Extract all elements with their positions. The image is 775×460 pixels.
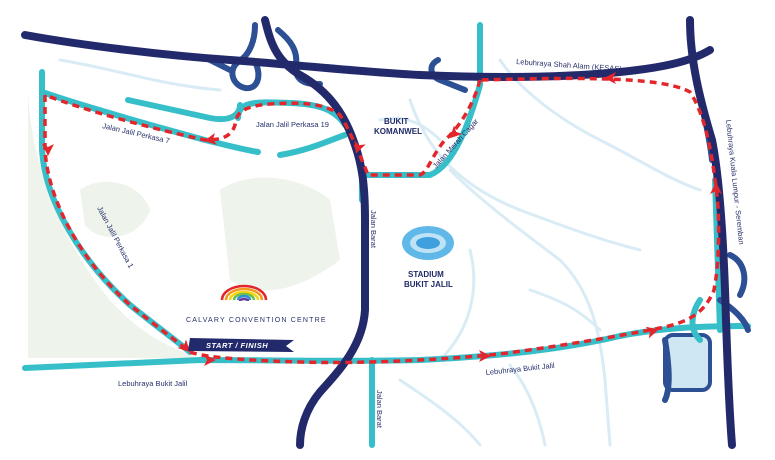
arrowhead-icon [204,133,217,145]
label-start-finish: START / FINISH [206,341,268,350]
label-venue: CALVARY CONVENTION CENTRE [186,317,327,324]
arrowhead-icon [42,144,54,156]
label-bukit-komanwel-1: BUKIT [384,117,409,126]
label-jalan-barat-upper: Jalan Barat [369,210,378,249]
run-route [43,76,721,365]
park-areas [28,90,340,358]
stadium-icon [402,226,454,260]
arrowhead-icon [354,140,366,154]
rainbow-arc-logo-icon [220,284,268,302]
label-stadium-1: STADIUM [408,270,444,279]
lake [663,333,712,392]
highways [21,16,736,449]
label-stadium-2: BUKIT JALIL [404,280,453,289]
minor-roads [58,58,702,447]
label-jalan-barat-lower: Jalan Barat [375,390,384,429]
arrowhead-icon [645,326,659,339]
label-bukit-jalil-left: Lebuhraya Bukit Jalil [118,379,188,388]
arrowhead-icon [204,354,216,366]
arrowhead-icon [604,72,616,84]
label-bukit-komanwel-2: KOMANWEL [374,127,422,136]
arrowhead-icon [710,182,722,194]
arrowhead-icon [479,350,491,362]
label-jalil-perkasa-19: Jalan Jalil Perkasa 19 [256,120,329,129]
start-finish-banner [188,338,294,352]
